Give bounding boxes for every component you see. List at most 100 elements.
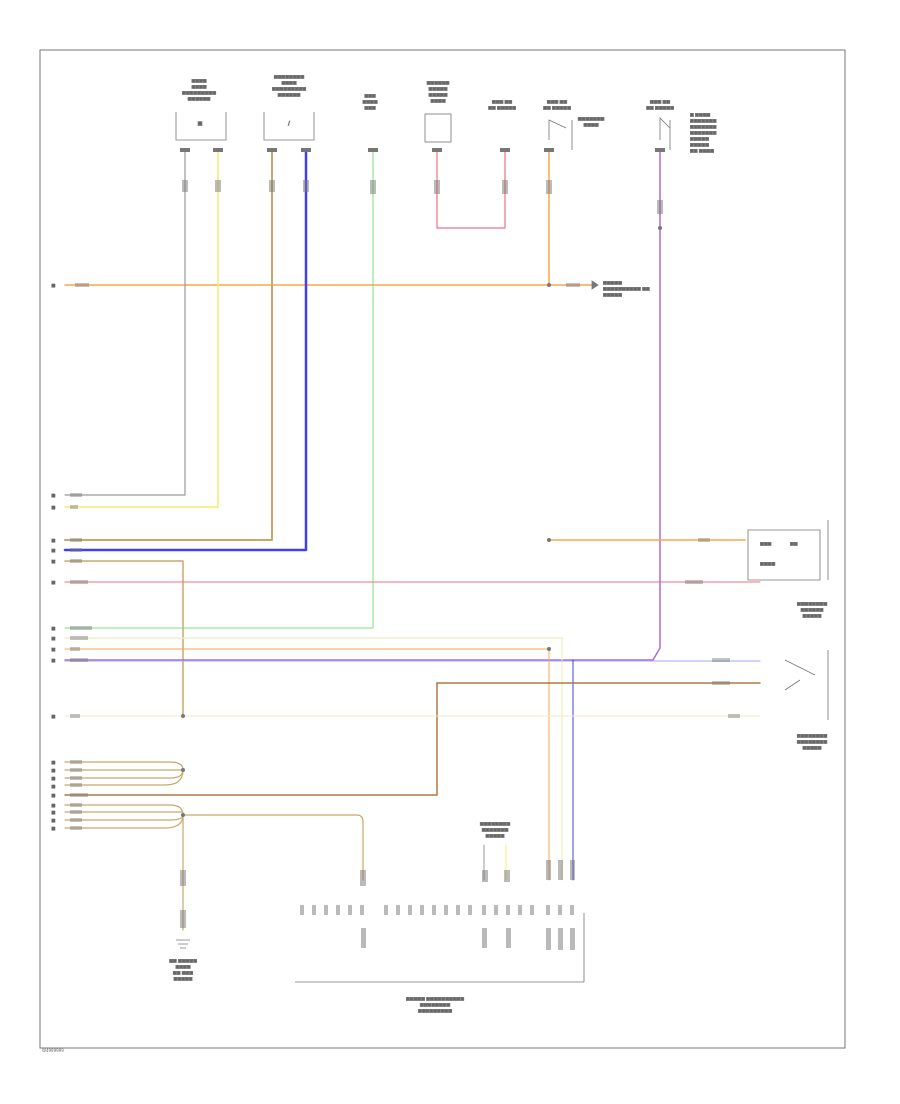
svg-text:■■■■■■: ■■■■■■: [278, 92, 301, 97]
svg-text:■: ■: [51, 760, 56, 766]
component-relay-upper: [747, 529, 821, 581]
svg-text:■■■■■■■■: ■■■■■■■■: [480, 821, 510, 826]
wire-tan-bundle-h: [64, 814, 184, 829]
svg-text:■: ■: [51, 803, 56, 809]
svg-text:■■■■■■■: ■■■■■■■: [690, 130, 717, 135]
svg-text:■■■■■■■: ■■■■■■■: [578, 116, 605, 121]
svg-text:■■■■■: ■■■■■: [603, 280, 622, 285]
ground-symbol: [176, 939, 190, 949]
svg-text:■■■■■: ■■■■■: [803, 745, 822, 750]
wire-tan-1: [64, 149, 273, 541]
svg-text:■■■■■■■■: ■■■■■■■■: [797, 739, 827, 744]
diagram-frame: [39, 49, 846, 1049]
svg-text:■■■■: ■■■■: [175, 964, 190, 969]
wire-tan-to-module: [182, 814, 364, 881]
wire-tan-bundle-e: [64, 804, 184, 816]
svg-text:■■: ■■: [790, 541, 798, 546]
svg-text:■: ■: [51, 559, 56, 565]
svg-text:■■■■: ■■■■: [281, 80, 296, 85]
svg-text:■■■■: ■■■■: [430, 98, 445, 103]
svg-text:■■■■■: ■■■■■: [429, 92, 448, 97]
svg-text:■: ■: [51, 658, 56, 664]
component-switch-6: [548, 119, 573, 150]
svg-text:■ ■■■■: ■ ■■■■: [690, 112, 710, 117]
svg-text:■■■■: ■■■■: [760, 561, 775, 566]
svg-text:■: ■: [51, 548, 56, 554]
component-sensor-2: [263, 112, 315, 141]
svg-text:■■ ■■■■■: ■■ ■■■■■: [646, 105, 674, 110]
svg-text:■■■■■: ■■■■■: [429, 86, 448, 91]
svg-text:■■■■: ■■■■: [191, 84, 206, 89]
component-switch-lower: [784, 659, 816, 691]
svg-text:■: ■: [51, 580, 56, 586]
component-sensor-1: [175, 112, 227, 141]
svg-text:■■ ■■■■: ■■ ■■■■: [690, 148, 714, 153]
svg-text:■■■■■■■■: ■■■■■■■■: [420, 1002, 450, 1007]
svg-text:■: ■: [51, 626, 56, 632]
svg-text:■■■: ■■■: [364, 105, 376, 110]
svg-text:■: ■: [51, 776, 56, 782]
svg-text:■■■ ■■: ■■■ ■■: [650, 99, 670, 104]
svg-text:■■■ ■■: ■■■ ■■: [492, 99, 512, 104]
svg-text:■■■■■: ■■■■■: [174, 976, 193, 981]
svg-text:■■■■: ■■■■: [362, 99, 377, 104]
svg-text:■: ■: [51, 768, 56, 774]
svg-text:■■■■■■■: ■■■■■■■: [690, 124, 717, 129]
wire-tan-bundle-g: [64, 814, 184, 821]
svg-text:■■■■: ■■■■: [191, 78, 206, 83]
wire-tan-bundle-d: [64, 769, 184, 786]
svg-text:■■■■■ ■■■■■■■■■■: ■■■■■ ■■■■■■■■■■: [406, 996, 464, 1001]
svg-text:■■■: ■■■: [364, 93, 376, 98]
svg-text:■■■■■: ■■■■■: [803, 613, 822, 618]
svg-text:■: ■: [51, 538, 56, 544]
svg-text:■■■■■■■■: ■■■■■■■■: [797, 733, 827, 738]
svg-text:■: ■: [51, 826, 56, 832]
svg-text:■■ ■■■■■: ■■ ■■■■■: [543, 105, 571, 110]
svg-text:■■■■■■■: ■■■■■■■: [690, 118, 717, 123]
svg-text:■: ■: [51, 784, 56, 790]
svg-text:■■■■: ■■■■: [583, 122, 598, 127]
svg-text:■: ■: [198, 121, 203, 127]
svg-text:■■■■■: ■■■■■: [486, 833, 505, 838]
svg-text:■: ■: [51, 636, 56, 642]
svg-text:■■■■■: ■■■■■: [603, 292, 622, 297]
svg-text:■: ■: [51, 818, 56, 824]
wire-violet: [64, 149, 661, 661]
svg-text:■■■ ■■: ■■■ ■■: [547, 99, 567, 104]
svg-text:■■■■■■■■■: ■■■■■■■■■: [272, 86, 306, 91]
svg-text:■: ■: [51, 493, 56, 499]
wire-pink-loop: [436, 149, 506, 229]
component-control-module: [295, 913, 585, 983]
wire-brown-drop: [64, 682, 438, 796]
component-module-4: [424, 113, 452, 143]
wire-lightyellow: [64, 637, 563, 881]
svg-text:/: /: [288, 121, 290, 127]
svg-text:■■ ■■■■■: ■■ ■■■■■: [488, 105, 516, 110]
svg-text:■■■■■■: ■■■■■■: [188, 96, 211, 101]
svg-text:■■■■■■■■■: ■■■■■■■■■: [418, 1008, 452, 1013]
svg-text:■■ ■■■■■: ■■ ■■■■■: [169, 958, 197, 963]
wire-tan-2: [64, 560, 184, 717]
wire-blue: [63, 148, 308, 552]
wire-yellow: [64, 149, 219, 508]
svg-text:■: ■: [51, 505, 56, 511]
svg-text:■: ■: [51, 714, 56, 720]
svg-text:■: ■: [51, 647, 56, 653]
svg-text:■■■■■■: ■■■■■■: [801, 607, 824, 612]
svg-text:■■■■■: ■■■■■: [690, 142, 709, 147]
wire-tan-bundle-a: [64, 761, 184, 771]
page-code: W4999999: [42, 1048, 64, 1053]
svg-text:■: ■: [51, 793, 56, 799]
svg-text:■■■■■■■■■: ■■■■■■■■■: [182, 90, 216, 95]
svg-text:■■ ■■■: ■■ ■■■: [173, 970, 193, 975]
svg-text:■■■■■■■■■■ ■■: ■■■■■■■■■■ ■■: [603, 286, 650, 291]
wire-gray: [64, 149, 186, 496]
svg-text:■■■■■: ■■■■■: [690, 136, 709, 141]
wire-green: [64, 151, 374, 629]
connector-arrow: [591, 280, 599, 290]
svg-text:■■■■■■■: ■■■■■■■: [482, 827, 509, 832]
svg-text:■: ■: [51, 283, 56, 289]
svg-text:■■■■■■: ■■■■■■: [427, 80, 450, 85]
